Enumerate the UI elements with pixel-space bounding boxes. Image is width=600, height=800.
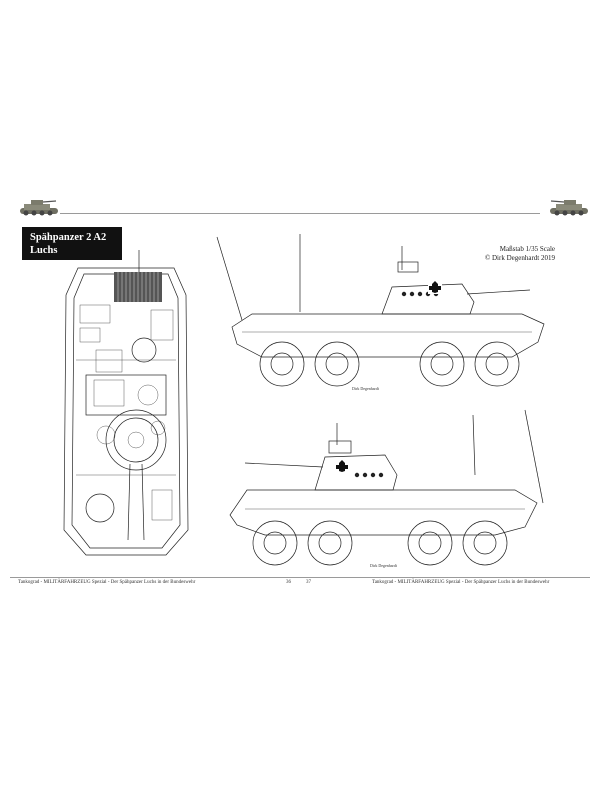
footer-right-text: Tankograd - MILITÄRFAHRZEUG Spezial - De… xyxy=(372,580,550,585)
vehicle-title: Spähpanzer 2 A2 xyxy=(30,232,107,243)
scale-label: Maßstab 1/35 Scale xyxy=(499,245,555,253)
top-view-drawing xyxy=(63,250,189,556)
tank-thumbnail-right xyxy=(550,200,588,216)
footer-left-text: Tankograd - MILITÄRFAHRZEUG Spezial - De… xyxy=(18,580,196,585)
bottom-rule xyxy=(10,577,590,578)
artist-signature-lower: Dirk Degenhardt xyxy=(370,563,398,568)
tank-thumbnail-left xyxy=(20,200,58,216)
side-view-upper: Dirk Degenhardt xyxy=(216,234,545,391)
page-number-right: 37 xyxy=(306,580,311,585)
balkenkreuz-icon xyxy=(428,280,442,294)
side-view-lower: Dirk Degenhardt xyxy=(229,409,544,568)
vehicle-title-box: Spähpanzer 2 A2 Luchs xyxy=(22,227,122,260)
copyright-label: © Dirk Degenhardt 2019 xyxy=(484,254,555,262)
page-number-left: 36 xyxy=(286,580,291,585)
balkenkreuz-icon-lower xyxy=(335,459,349,473)
top-rule xyxy=(60,213,540,214)
vehicle-subtitle: Luchs xyxy=(30,245,58,256)
artist-signature-upper: Dirk Degenhardt xyxy=(352,386,380,391)
scale-note: Maßstab 1/35 Scale © Dirk Degenhardt 201… xyxy=(485,245,555,263)
